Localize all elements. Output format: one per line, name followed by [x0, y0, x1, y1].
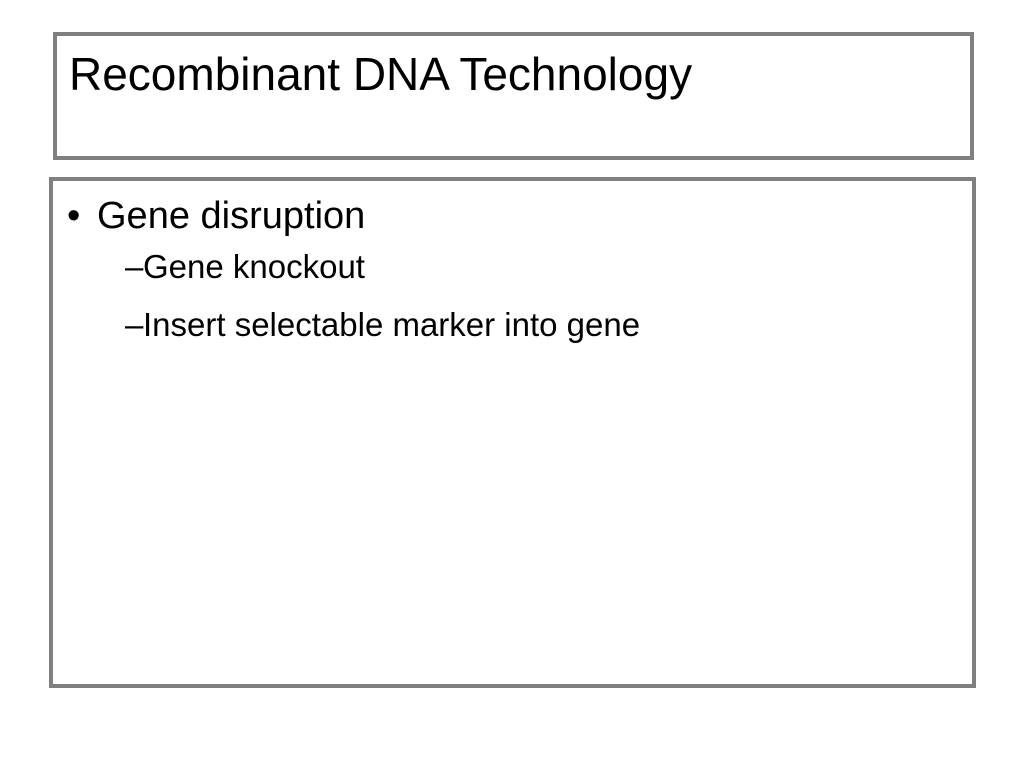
sub-bullet-list: – Gene knockout – Insert selectable mark…	[63, 247, 640, 345]
bullet-text: Gene disruption	[97, 195, 366, 237]
sub-bullet-marker: –	[125, 248, 144, 285]
sub-bullet-marker: –	[125, 306, 144, 343]
sub-bullet-item: – Gene knockout	[125, 247, 640, 287]
bullet-marker: •	[67, 195, 81, 237]
bullet-list: • Gene disruption – Gene knockout – Inse…	[63, 193, 640, 363]
sub-bullet-text: Gene knockout	[143, 248, 365, 285]
content-placeholder: • Gene disruption – Gene knockout – Inse…	[49, 177, 976, 688]
bullet-item: • Gene disruption – Gene knockout – Inse…	[63, 193, 640, 345]
sub-bullet-text: Insert selectable marker into gene	[143, 306, 641, 343]
sub-bullet-item: – Insert selectable marker into gene	[125, 305, 640, 345]
slide-title: Recombinant DNA Technology	[69, 48, 693, 100]
title-placeholder: Recombinant DNA Technology	[53, 32, 974, 160]
